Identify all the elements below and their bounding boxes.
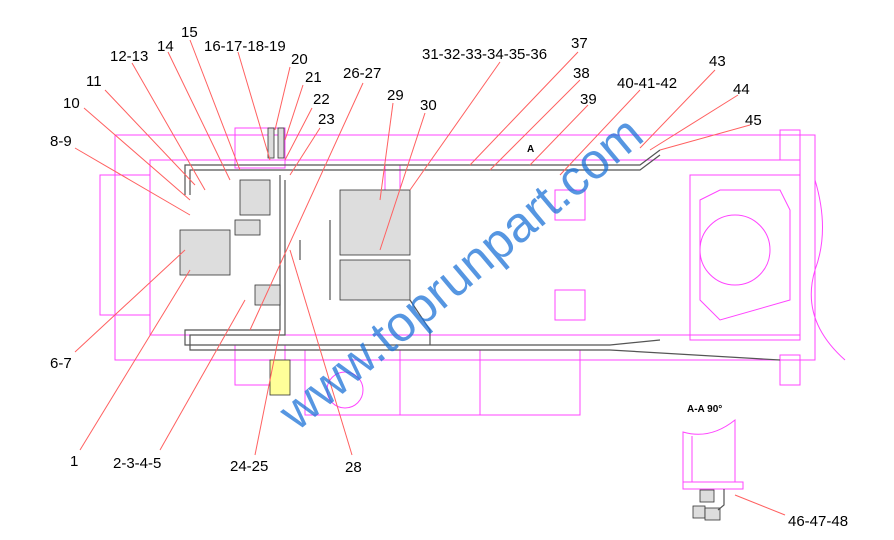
leader-line xyxy=(104,89,196,186)
callout-label: 44 xyxy=(733,81,750,98)
callout-label: 29 xyxy=(387,87,404,104)
leader-line xyxy=(379,112,426,251)
callout-label: 45 xyxy=(745,112,762,129)
callout-label: 24-25 xyxy=(230,458,268,475)
callout-label: 10 xyxy=(63,95,80,112)
callout-label: 26-27 xyxy=(343,65,381,82)
callout-label: 38 xyxy=(573,65,590,82)
callout-label: 31-32-33-34-35-36 xyxy=(422,46,547,63)
callout-label: 12-13 xyxy=(110,48,148,65)
leader-line xyxy=(254,329,281,456)
leader-line xyxy=(83,107,191,201)
callout-label: 21 xyxy=(305,69,322,86)
callout-label: 8-9 xyxy=(50,133,72,150)
valve-blocks xyxy=(179,127,411,396)
leader-line xyxy=(409,61,501,191)
callout-label: 6-7 xyxy=(50,355,72,372)
leader-line xyxy=(734,494,786,516)
leader-line xyxy=(284,107,313,161)
callout-label: 40-41-42 xyxy=(617,75,677,92)
section-marker: A xyxy=(527,144,534,155)
leader-line xyxy=(284,84,304,141)
callout-label: 39 xyxy=(580,91,597,108)
leader-line xyxy=(74,249,186,353)
leader-line xyxy=(659,124,751,151)
callout-label: 28 xyxy=(345,459,362,476)
callout-label: 14 xyxy=(157,38,174,55)
leader-line xyxy=(469,51,579,166)
callout-label: 20 xyxy=(291,51,308,68)
leader-line xyxy=(74,147,191,216)
callout-label: 2-3-4-5 xyxy=(113,455,161,472)
leader-line xyxy=(274,66,291,131)
leader-line xyxy=(489,79,581,171)
leader-line xyxy=(131,62,206,191)
leader-line xyxy=(289,249,353,456)
callout-label: 11 xyxy=(86,73,102,90)
callout-label: 1 xyxy=(70,453,78,470)
leader-line xyxy=(189,39,241,171)
callout-label: 16-17-18-19 xyxy=(204,38,286,55)
leader-line xyxy=(249,82,364,331)
callout-label: 37 xyxy=(571,35,588,52)
leader-line xyxy=(159,299,246,451)
leader-line xyxy=(559,89,641,176)
leader-line xyxy=(79,269,191,451)
section-label: A-A 90° xyxy=(687,404,722,415)
leader-line xyxy=(639,69,716,149)
leader-line xyxy=(289,127,321,176)
callout-label: 23 xyxy=(318,111,335,128)
leader-line xyxy=(167,51,231,181)
leader-line xyxy=(529,104,589,166)
leader-line xyxy=(237,51,271,161)
leader-lines xyxy=(74,39,786,516)
callout-label: 30 xyxy=(420,97,437,114)
callout-label: 43 xyxy=(709,53,726,70)
callout-label: 15 xyxy=(181,24,198,41)
section-view-a-a: A-A 90° A xyxy=(527,144,744,521)
callout-label: 22 xyxy=(313,91,330,108)
callout-label: 46-47-48 xyxy=(788,513,848,530)
leader-line xyxy=(379,102,394,201)
leader-line xyxy=(649,94,739,151)
